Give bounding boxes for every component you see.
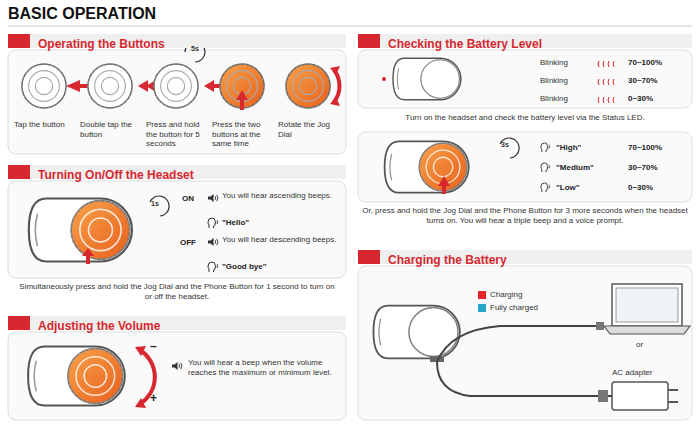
section-heading: Operating the Buttons [38,37,165,51]
section-heading: Checking the Battery Level [388,37,542,51]
section-band: Turning On/Off the Headset [8,165,346,179]
volume-sign: – [150,339,162,353]
instruction-text: Turn on the headset and check the batter… [362,113,688,123]
instruction-text: Simultaneously press and hold the Jog Di… [18,282,336,301]
part-label: AC adapter [612,368,682,378]
sound-note: You will hear descending beeps. [222,235,340,245]
instruction-text: Or, press and hold the Jog Dial and the … [362,206,688,225]
section-band: Charging the Battery [358,250,692,264]
timer-label: 5s [187,45,203,53]
page-title: BASIC OPERATION [8,5,156,23]
led-state: Blinking [540,94,590,104]
battery-range: 30~70% [628,76,684,86]
battery-range: 0~30% [628,94,684,104]
section-heading: Charging the Battery [388,253,507,267]
state-label: OFF [180,238,206,248]
voice-prompt: "Hello" [222,218,322,228]
step-caption: Press and hold the button for 5 seconds [146,120,208,149]
sound-note: You will hear ascending beeps. [222,191,340,201]
section-heading: Adjusting the Volume [38,319,160,333]
led-state: Blinking [540,76,590,86]
step-caption: Double tap the button [80,120,140,139]
timer-label: 3s [497,141,513,149]
timer-label: 1s [147,200,163,208]
section-band: Checking the Battery Level [358,34,692,48]
legend-text: Fully charged [490,303,538,313]
battery-range: 70~100% [628,143,684,153]
step-caption: Rotate the Jog Dial [278,120,340,139]
step-caption: Press the two buttons at the same time [212,120,274,149]
voice-prompt: "Low" [556,183,622,193]
section-heading: Turning On/Off the Headset [38,168,194,182]
battery-range: 70~100% [628,58,684,68]
choice-word: or [636,340,656,350]
legend-text: Charging [490,290,522,300]
battery-range: 0~30% [628,183,684,193]
led-state: Blinking [540,58,590,68]
section-band: Operating the Buttons [8,34,346,48]
volume-sign: + [150,391,162,405]
legend-swatch [478,304,486,312]
voice-prompt: "High" [556,143,622,153]
legend-swatch [478,291,486,299]
sound-note: You will hear a beep when the volume rea… [188,358,340,377]
section-band: Adjusting the Volume [8,316,346,330]
step-caption: Tap the button [14,120,74,130]
state-label: ON [182,194,204,204]
voice-prompt: "Medium" [556,163,622,173]
voice-prompt: "Good bye" [222,262,322,272]
battery-range: 30~70% [628,163,684,173]
